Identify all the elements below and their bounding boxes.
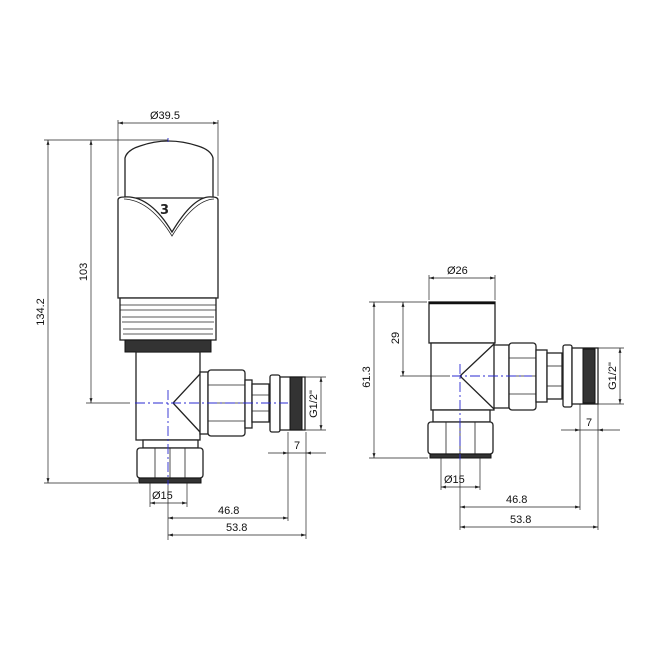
brand-logo: 3 bbox=[160, 203, 169, 218]
dim-total-height: 134.2 bbox=[35, 298, 47, 326]
right-dimensions: Ø26 61.3 29 Ø15 46.8 53.8 7 G1/2" bbox=[361, 265, 624, 530]
tail-flange bbox=[562, 344, 573, 408]
left-dimensions: Ø39.5 134.2 103 Ø15 46.8 53.8 7 G1/2" bbox=[35, 110, 326, 540]
dim-thread-length: 7 bbox=[586, 417, 592, 429]
handle-body bbox=[117, 196, 219, 299]
dim-center-height: 29 bbox=[390, 332, 402, 344]
head-rings bbox=[119, 297, 217, 341]
dim-tail-offset: 46.8 bbox=[218, 505, 239, 517]
top-cap bbox=[428, 301, 496, 344]
dim-pipe-diameter: Ø15 bbox=[444, 474, 465, 486]
dim-thread-size: G1/2" bbox=[607, 362, 619, 390]
dim-head-diameter: Ø39.5 bbox=[150, 110, 180, 122]
dim-thread-length: 7 bbox=[294, 440, 300, 452]
dim-total-height: 61.3 bbox=[361, 366, 373, 387]
knurled-ring bbox=[124, 339, 212, 353]
dim-overall-width: 53.8 bbox=[510, 514, 531, 526]
dim-thread-size: G1/2" bbox=[308, 390, 320, 418]
lockshield-valve bbox=[427, 301, 599, 460]
dim-overall-width: 53.8 bbox=[226, 522, 247, 534]
dim-pipe-diameter: Ø15 bbox=[152, 490, 173, 502]
dim-center-height: 103 bbox=[78, 263, 90, 281]
dim-cap-diameter: Ø26 bbox=[447, 265, 468, 277]
side-nut bbox=[508, 342, 537, 411]
dim-tail-offset: 46.8 bbox=[506, 494, 527, 506]
thermostatic-valve: 3 bbox=[117, 138, 306, 485]
bottom-nut bbox=[427, 421, 494, 455]
tail-flange bbox=[269, 374, 281, 433]
head-cap bbox=[124, 140, 214, 199]
